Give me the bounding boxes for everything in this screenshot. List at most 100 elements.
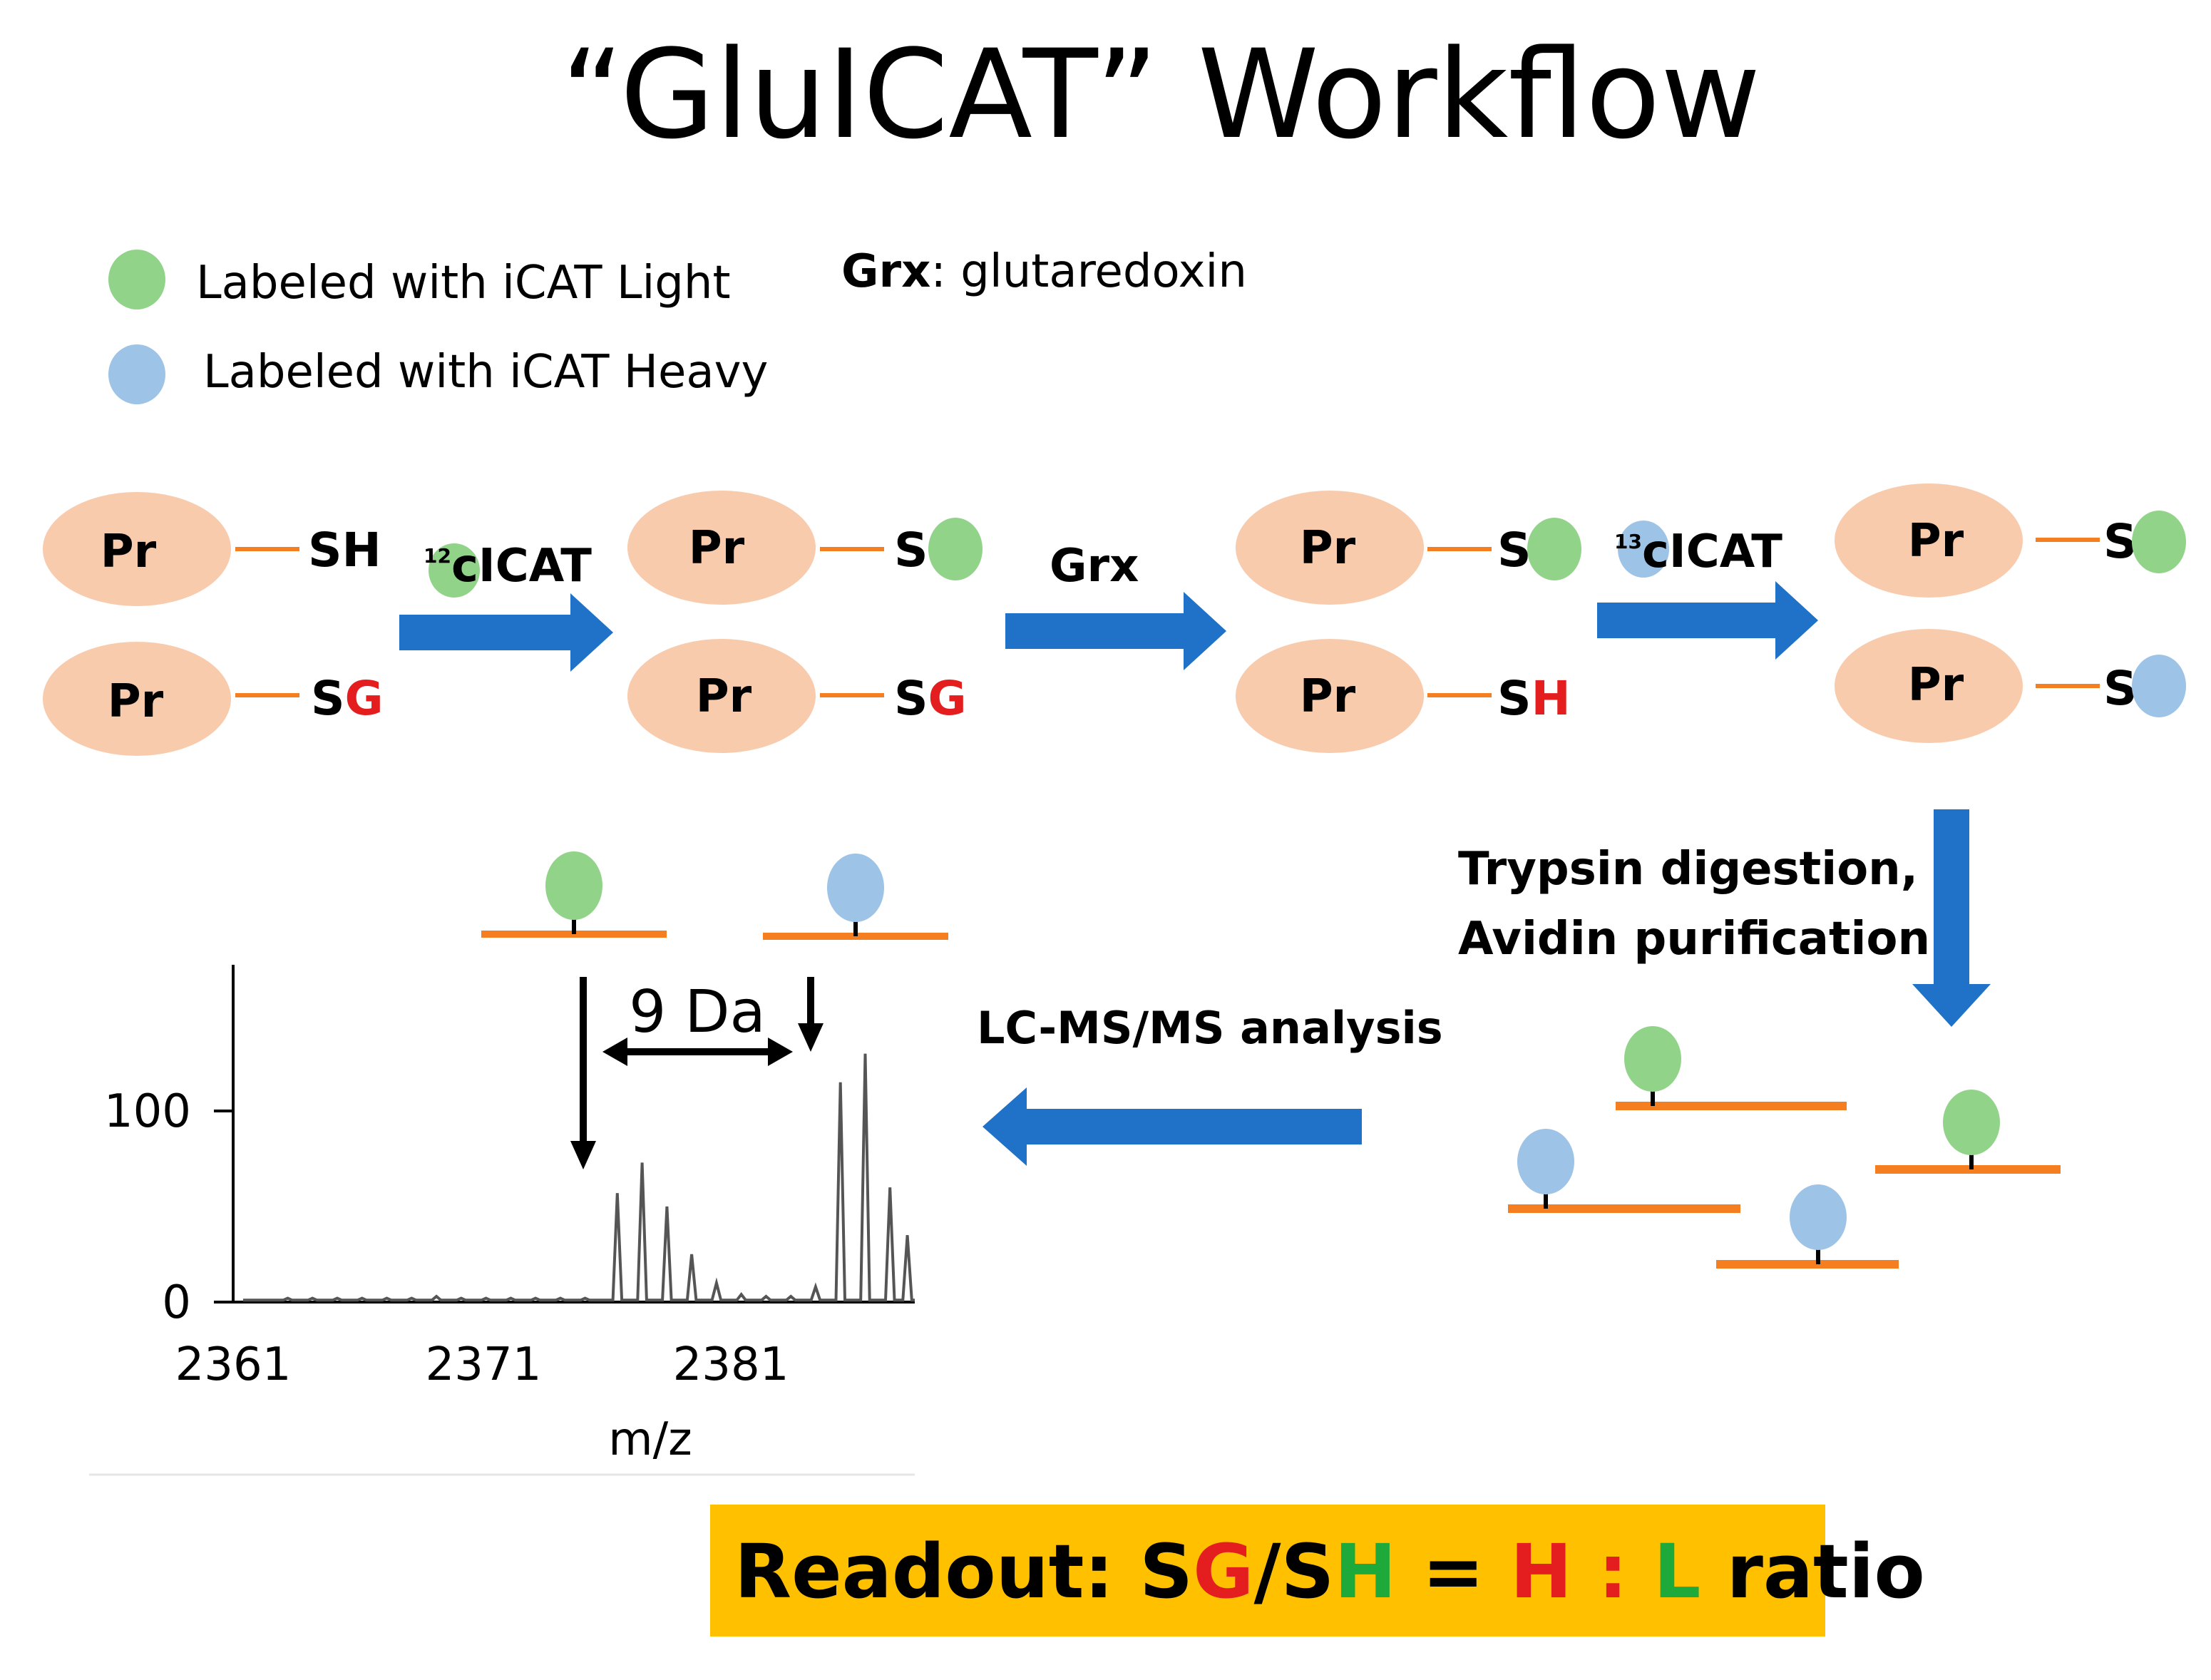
light-label-icon [1943,1090,2000,1155]
protein-label: Pr [1300,522,1356,575]
protein-node [627,491,816,605]
arrow-down-light [570,1141,596,1169]
sulfur-label: S [2103,514,2138,569]
double-arrow-right-head [768,1038,793,1066]
mass-difference-label: 9 Da [629,978,766,1046]
protein-label: Pr [1300,670,1356,723]
protein-node [1236,491,1424,605]
protein-label: Pr [108,675,164,728]
readout-h2: H [1510,1528,1572,1615]
arrow-left [983,1087,1362,1166]
heavy-label-icon [827,854,884,922]
legend-light-label: Labeled with iCAT Light [196,257,731,309]
step-grx: Grx [1005,540,1226,670]
protein-node [1835,629,2023,743]
light-icat-label: 12cICAT [424,540,592,593]
readout-g: G [1193,1528,1253,1615]
stage-2: Pr S Pr SG [627,491,983,753]
heavy-label-icon [1790,1184,1847,1250]
readout-h1: H [1334,1528,1396,1615]
x-tick-label: 2381 [673,1338,789,1391]
legend-heavy-icon [108,344,165,404]
arrow-down [1912,809,1991,1027]
light-label-icon [2132,511,2186,573]
x-tick-label: 2361 [175,1338,292,1391]
protein-node [627,639,816,753]
peptide-heavy [1508,1129,1740,1213]
legend-heavy-label: Labeled with iCAT Heavy [203,346,768,399]
readout-box: Readout: SG/SH = H : L ratio [710,1505,1925,1637]
readout-prefix: Readout: S [734,1528,1193,1615]
heavy-label-icon [1618,521,1669,578]
light-superscript: 12 [424,544,451,568]
step-trypsin: Trypsin digestion, Avidin purification [1458,809,1991,1027]
legend-grx-def: : glutaredoxin [930,245,1247,298]
readout-background [710,1505,1825,1637]
readout-slash-s: /S [1254,1528,1335,1615]
readout-text: Readout: SG/SH = H : L ratio [734,1528,1925,1615]
heavy-label-icon [2132,655,2186,717]
sulfur-label: S [894,523,928,578]
protein-label: Pr [101,526,157,578]
legend-light-icon [108,250,165,309]
protein-node [43,642,231,756]
x-tick-label: 2371 [426,1338,542,1391]
y-tick-label: 0 [162,1276,191,1329]
light-label-icon [1624,1026,1681,1092]
spectrum-trace [242,1053,915,1302]
stage-1: Pr SH Pr SG [43,492,384,756]
protein-label: Pr [1908,659,1964,712]
protein-label: Pr [1908,515,1964,568]
peptide-light [1875,1090,2061,1174]
light-icat-text: cICAT [451,540,592,593]
protein-label: Pr [689,522,745,575]
lcms-label: LC-MS/MS analysis [977,1002,1443,1054]
light-label-icon [545,851,602,920]
x-axis-label: m/z [608,1413,692,1466]
glutathione-group: SG [894,671,967,726]
protein-label: Pr [696,670,752,723]
protein-node [1236,639,1424,753]
peptide-heavy [1716,1184,1899,1269]
sulfur-label: S [1497,523,1532,578]
sg-g: G [345,671,384,726]
light-label-icon [1527,518,1581,580]
grx-label: Grx [1050,540,1139,593]
readout-colon: : [1572,1528,1653,1615]
arrow-right [399,593,613,672]
sh-s: S [1497,671,1532,726]
sulfur-label: S [2103,661,2138,716]
stage-3: Pr S Pr SH [1236,491,1581,753]
light-label-icon [928,518,983,580]
protein-node [43,492,231,606]
mass-spectrum: 100 0 2361 2371 2381 m/z [89,965,915,1476]
sh-h: H [1532,671,1571,726]
light-label-icon [429,543,480,598]
digested-peptides [1508,1026,2061,1269]
thiol-group: SH [308,523,381,578]
heavy-icat-text: cICAT [1642,526,1782,578]
y-tick-label: 100 [104,1085,191,1138]
spectrum-peptides: 9 Da [481,851,948,1169]
sg-g: G [928,671,967,726]
sg-s: S [311,671,345,726]
readout-l: L [1653,1528,1700,1615]
readout-suffix: ratio [1700,1528,1925,1615]
trypsin-label-line1: Trypsin digestion, [1458,843,1918,896]
trypsin-label-line2: Avidin purification [1458,913,1930,966]
page-title: “GluICAT” Workflow [560,23,1760,166]
legend: Labeled with iCAT Light Labeled with iCA… [108,245,1247,404]
readout-eq: = [1396,1528,1510,1615]
arrow-right [1597,581,1818,660]
stage-4: Pr S Pr S [1835,483,2186,743]
sh-s: S [308,523,342,578]
sg-s: S [894,671,928,726]
protein-node [1835,483,2023,598]
legend-grx-abbr: Grx [841,245,930,298]
step-lcms: LC-MS/MS analysis [977,1002,1443,1166]
glutathione-group: SG [311,671,384,726]
peptide-light [1616,1026,1847,1110]
heavy-label-icon [1517,1129,1574,1194]
thiol-group: SH [1497,671,1571,726]
